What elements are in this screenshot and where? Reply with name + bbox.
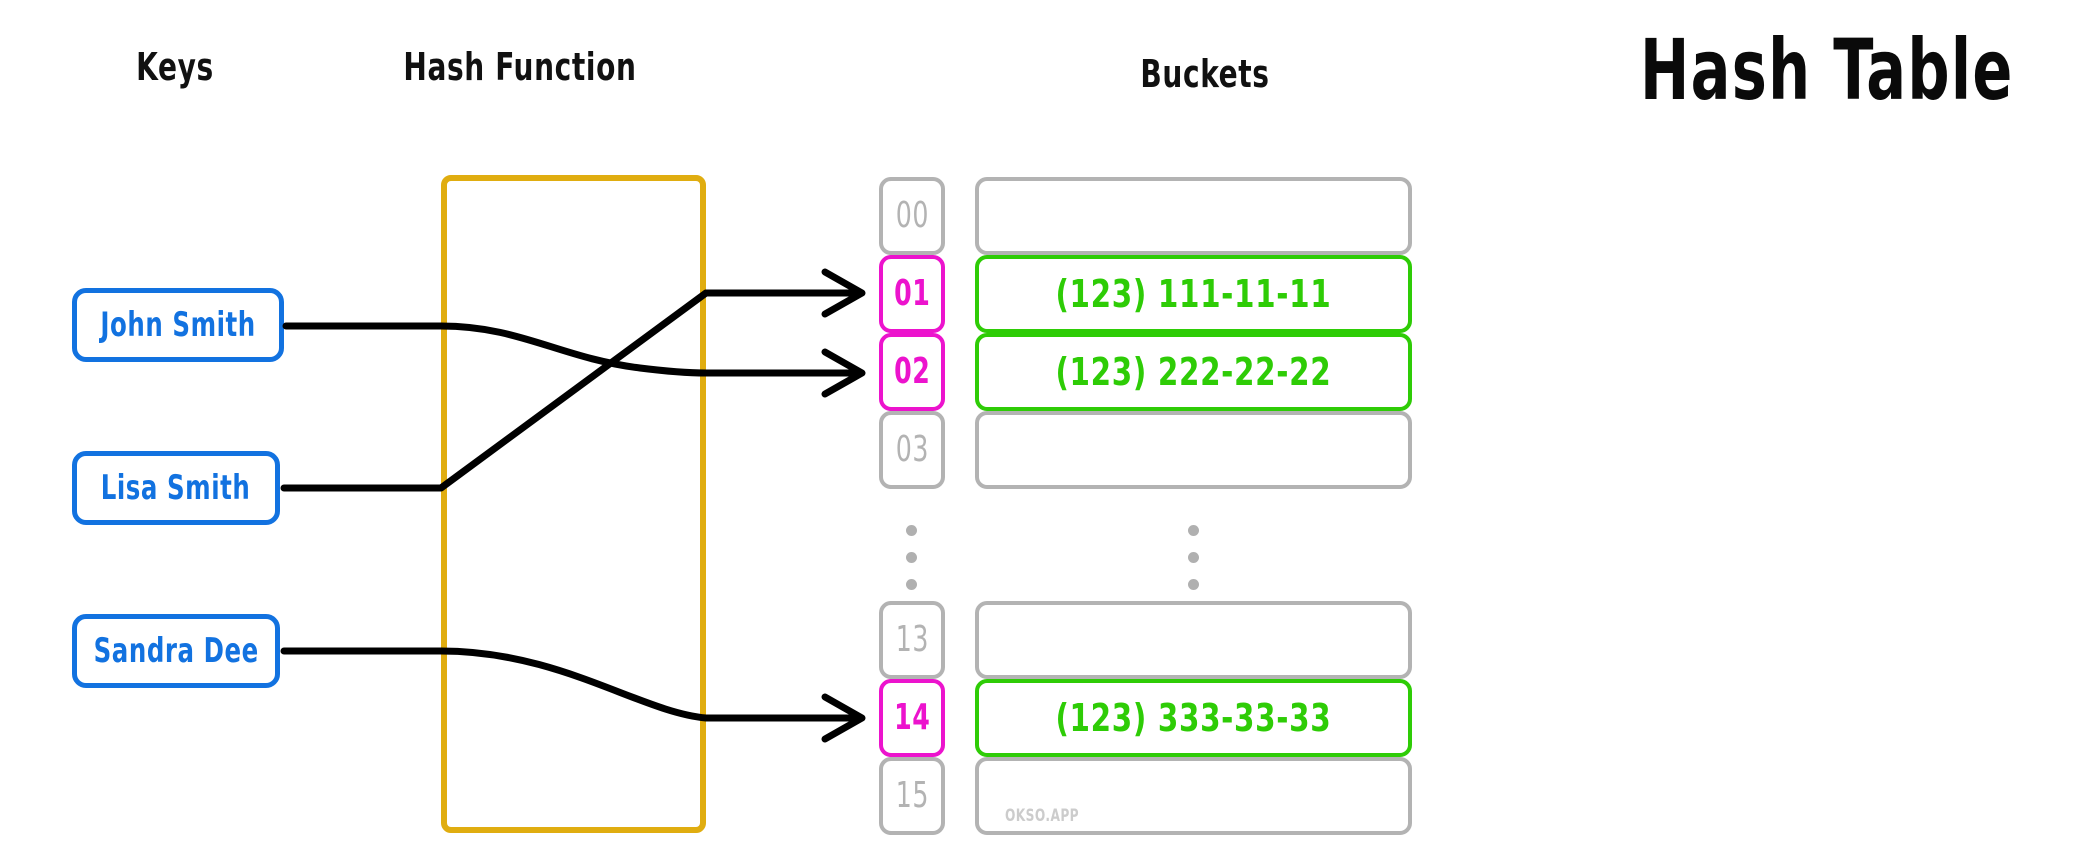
key-label: Lisa Smith <box>101 468 251 508</box>
key-box-lisa-smith[interactable]: Lisa Smith <box>72 451 280 525</box>
column-header-hash-function-label: Hash Function <box>403 45 637 89</box>
key-label: John Smith <box>100 305 256 345</box>
column-header-keys: Keys <box>136 48 214 86</box>
bucket-index-label: 15 <box>895 775 929 816</box>
bucket-index-cell-00[interactable]: 00 <box>879 177 945 255</box>
arrowhead-to-bucket-02 <box>821 348 866 398</box>
bucket-value-cell-01[interactable]: (123) 111-11-11 <box>975 255 1412 333</box>
bucket-index-label: 02 <box>893 351 931 392</box>
bucket-value-cell-03[interactable] <box>975 411 1412 489</box>
bucket-index-cell-02[interactable]: 02 <box>879 333 945 411</box>
bucket-index-label: 00 <box>895 195 929 236</box>
key-label: Sandra Dee <box>93 631 259 671</box>
bucket-value-cell-14[interactable]: (123) 333-33-33 <box>975 679 1412 757</box>
bucket-index-label: 03 <box>895 429 929 470</box>
arrowhead-to-bucket-14 <box>821 693 866 743</box>
bucket-value-label: (123) 111-11-11 <box>1055 272 1332 316</box>
key-box-john-smith[interactable]: John Smith <box>72 288 284 362</box>
bucket-value-cell-13[interactable] <box>975 601 1412 679</box>
bucket-index-label: 01 <box>893 273 931 314</box>
bucket-index-cell-03[interactable]: 03 <box>879 411 945 489</box>
column-header-keys-label: Keys <box>136 45 214 89</box>
bucket-index-cell-15[interactable]: 15 <box>879 757 945 835</box>
column-header-buckets: Buckets <box>1140 55 1269 93</box>
bucket-index-label: 14 <box>893 697 931 738</box>
bucket-value-cell-00[interactable] <box>975 177 1412 255</box>
key-box-sandra-dee[interactable]: Sandra Dee <box>72 614 280 688</box>
bucket-value-label: (123) 333-33-33 <box>1055 696 1332 740</box>
hash-function-box <box>441 175 706 833</box>
column-header-buckets-label: Buckets <box>1140 52 1270 96</box>
arrowhead-to-bucket-01 <box>821 268 866 318</box>
bucket-index-cell-01[interactable]: 01 <box>879 255 945 333</box>
watermark: OKSO.APP <box>1005 806 1080 826</box>
page-title: Hash Table <box>1640 21 2014 119</box>
bucket-value-label: (123) 222-22-22 <box>1055 350 1332 394</box>
value-column-ellipsis-icon <box>1188 525 1200 590</box>
bucket-value-cell-15[interactable] <box>975 757 1412 835</box>
bucket-value-cell-02[interactable]: (123) 222-22-22 <box>975 333 1412 411</box>
column-header-hash-function: Hash Function <box>403 48 636 86</box>
index-column-ellipsis-icon <box>906 525 918 590</box>
bucket-index-cell-14[interactable]: 14 <box>879 679 945 757</box>
bucket-index-cell-13[interactable]: 13 <box>879 601 945 679</box>
bucket-index-label: 13 <box>895 619 929 660</box>
